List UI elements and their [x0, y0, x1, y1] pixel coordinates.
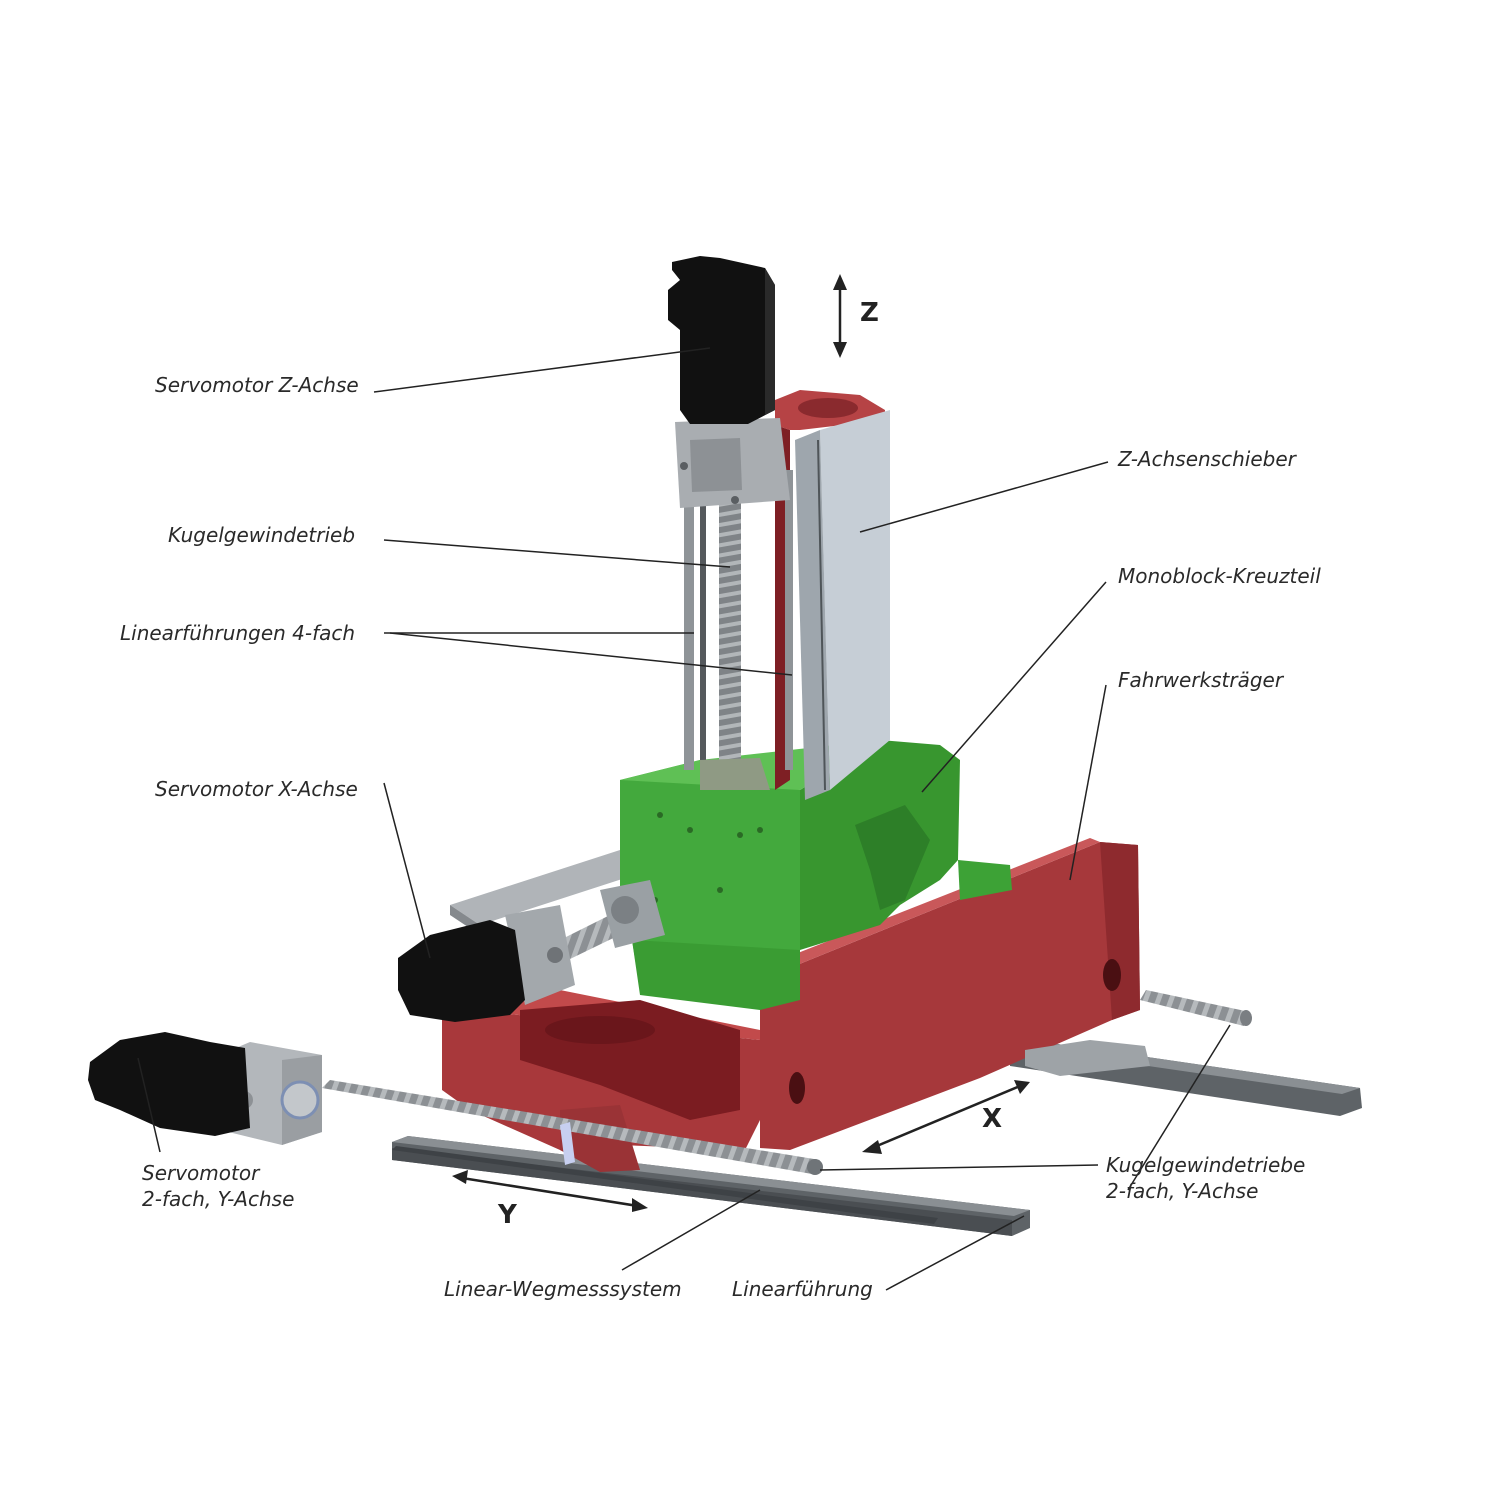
y-axis-arrow [452, 1170, 648, 1212]
label-servomotor-x: Servomotor X-Achse [155, 777, 358, 801]
label-servomotor-z: Servomotor Z-Achse [155, 373, 359, 397]
label-monoblock: Monoblock-Kreuzteil [1118, 564, 1321, 588]
y-ballscrew-rear [1140, 990, 1252, 1026]
label-fahrwerkstraeger: Fahrwerksträger [1118, 668, 1284, 692]
label-linearfuehrung: Linearführung [732, 1277, 873, 1301]
linear-measuring-system [392, 1146, 938, 1224]
x-ballscrew [560, 880, 665, 960]
servomotor-z [668, 256, 775, 424]
fahrwerkstraeger-base [442, 838, 1140, 1172]
label-linearfuehrungen: Linearführungen 4-fach [120, 621, 356, 645]
y-carriage-rear [1025, 1040, 1150, 1076]
label-servomotor-y-line2: 2-fach, Y-Achse [142, 1187, 295, 1211]
axis-label-x: X [982, 1104, 1003, 1134]
label-linear-wegmesssystem: Linear-Wegmesssystem [444, 1277, 682, 1301]
x-motor-flange [505, 905, 575, 1005]
axis-label-z: Z [860, 298, 879, 328]
y-ballscrew-front [322, 1080, 823, 1175]
z-linear-guides [684, 470, 793, 770]
servomotor-y [88, 1032, 250, 1136]
z-axis-arrow [833, 274, 847, 358]
z-ballscrew [700, 500, 770, 790]
label-kugelgewindetriebe-y-line2: 2-fach, Y-Achse [1106, 1179, 1259, 1203]
label-servomotor-y-line1: Servomotor [142, 1161, 260, 1185]
label-kugelgewindetriebe-y-line1: Kugelgewindetriebe [1106, 1153, 1306, 1177]
leader-lines [137, 347, 1231, 1291]
x-axis-arrow [862, 1080, 1030, 1154]
label-kugelgewindetrieb: Kugelgewindetrieb [168, 523, 356, 547]
axis-label-y: Y [498, 1200, 517, 1230]
z-bearing-block [675, 418, 790, 508]
label-z-achsenschieber: Z-Achsenschieber [1118, 447, 1296, 471]
z-achsenschieber [795, 410, 890, 800]
servomotor-x [398, 920, 525, 1022]
